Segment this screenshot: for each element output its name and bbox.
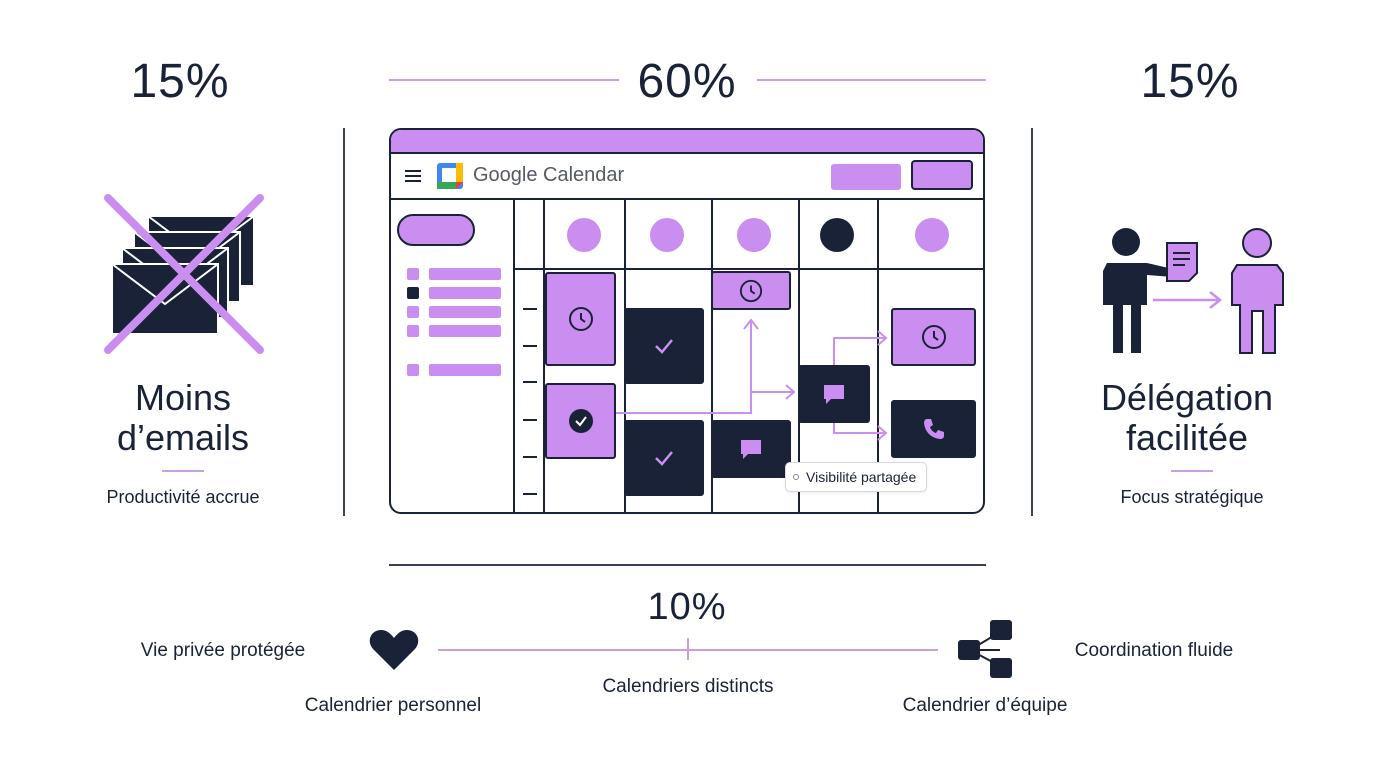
grid-divider xyxy=(877,200,879,512)
chat-bubble-icon xyxy=(741,440,761,459)
create-button[interactable] xyxy=(397,214,475,246)
right-title-line1: Délégation xyxy=(1100,377,1274,418)
hour-tick xyxy=(523,345,537,347)
check-circle-icon xyxy=(568,409,593,433)
clock-icon xyxy=(568,307,593,331)
grid-divider xyxy=(513,200,515,512)
day-indicator[interactable] xyxy=(567,218,601,252)
right-title: Délégation facilitée xyxy=(1077,378,1297,458)
left-title-line1: Moins xyxy=(134,377,232,418)
calendar-event[interactable] xyxy=(891,400,976,458)
bottom-separator xyxy=(389,564,986,566)
clock-icon xyxy=(739,279,763,302)
day-indicator-today[interactable] xyxy=(820,218,854,252)
center-percentage: 60% xyxy=(637,55,737,108)
hour-tick xyxy=(523,419,537,421)
calendar-window: Google Calendar xyxy=(389,128,985,514)
check-icon xyxy=(655,451,673,466)
bottom-percentage: 10% xyxy=(647,586,727,628)
heart-icon xyxy=(369,630,419,670)
calendar-toolbar: Google Calendar xyxy=(391,154,983,200)
left-percentage: 15% xyxy=(130,55,230,108)
team-calendar-label: Calendrier d’équipe xyxy=(902,695,1068,716)
shared-visibility-tooltip: Visibilité partagée xyxy=(785,462,928,492)
network-icon xyxy=(958,620,1012,678)
right-short-rule xyxy=(1171,470,1213,472)
left-title: Moins d’emails xyxy=(73,378,293,458)
right-title-line2: facilitée xyxy=(1125,417,1249,458)
phone-icon xyxy=(923,419,944,439)
chat-bubble-icon xyxy=(824,385,844,404)
grid-header-line xyxy=(515,268,983,270)
tooltip-dot xyxy=(793,474,799,480)
center-rule-right xyxy=(757,79,986,81)
left-separator xyxy=(343,128,345,516)
day-indicator[interactable] xyxy=(915,218,949,252)
hour-tick xyxy=(523,381,537,383)
left-subtitle: Productivité accrue xyxy=(106,487,260,507)
right-separator xyxy=(1031,128,1033,516)
google-calendar-logo-icon xyxy=(437,163,463,189)
day-indicator[interactable] xyxy=(650,218,684,252)
hour-tick xyxy=(523,456,537,458)
hamburger-menu-icon[interactable] xyxy=(405,167,421,185)
toolbar-button-1[interactable] xyxy=(831,164,901,190)
grid-divider xyxy=(543,200,545,512)
day-indicator[interactable] xyxy=(737,218,771,252)
grid-divider xyxy=(798,200,800,512)
window-title-bar xyxy=(391,130,983,154)
tooltip-text: Visibilité partagée xyxy=(806,469,917,485)
calendar-event[interactable] xyxy=(891,308,976,366)
delegation-icon xyxy=(1103,228,1284,354)
bottom-center-tick xyxy=(687,638,689,660)
calendar-event[interactable] xyxy=(545,272,616,366)
right-benefit-label: Coordination fluide xyxy=(1074,640,1234,661)
left-short-rule xyxy=(162,470,204,472)
calendar-event[interactable] xyxy=(711,271,791,310)
hour-tick xyxy=(523,308,537,310)
left-title-line2: d’emails xyxy=(116,417,250,458)
calendar-event[interactable] xyxy=(624,420,704,496)
check-icon xyxy=(655,339,673,354)
calendar-event[interactable] xyxy=(624,308,704,384)
right-subtitle: Focus stratégique xyxy=(1120,487,1264,507)
app-title: Google Calendar xyxy=(473,164,625,186)
right-percentage: 15% xyxy=(1140,55,1240,108)
connector-arrows xyxy=(615,318,888,441)
calendar-event[interactable] xyxy=(798,365,870,423)
hour-tick xyxy=(523,493,537,495)
distinct-calendars-label: Calendriers distincts xyxy=(602,676,774,697)
toolbar-button-2[interactable] xyxy=(911,160,973,190)
clock-icon xyxy=(921,325,946,349)
left-benefit-label: Vie privée protégée xyxy=(140,640,306,661)
calendar-event[interactable] xyxy=(545,383,616,459)
center-rule-left xyxy=(389,79,619,81)
grid-divider xyxy=(711,200,713,512)
personal-calendar-label: Calendrier personnel xyxy=(304,695,482,716)
crossed-envelopes-icon xyxy=(104,194,264,354)
calendar-event[interactable] xyxy=(711,420,791,478)
